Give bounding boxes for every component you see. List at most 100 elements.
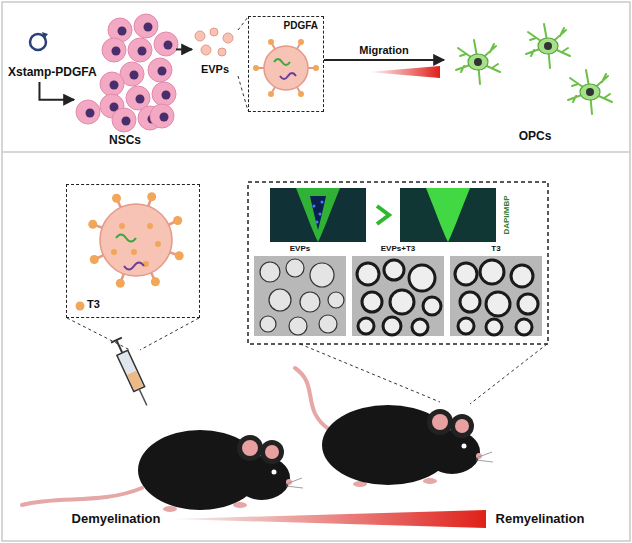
zoom-line — [238, 76, 248, 111]
em-image — [362, 292, 382, 312]
mouse-right — [423, 478, 437, 484]
evp-t3-detail — [76, 302, 85, 311]
syringe — [111, 338, 152, 408]
evp-t3-detail — [124, 263, 144, 270]
evp-detail — [253, 39, 319, 97]
connector-arrow — [39, 82, 74, 100]
nsc-cluster — [152, 82, 176, 106]
mouse-left — [22, 430, 303, 512]
em-image — [289, 317, 307, 335]
em-image — [458, 318, 474, 334]
evp-t3-detail — [76, 192, 184, 310]
fluorescence-image — [321, 201, 324, 204]
evp-t3-detail — [147, 192, 156, 201]
evp-detail — [274, 59, 290, 65]
syringe — [139, 389, 147, 405]
evp-t3-detail — [112, 194, 121, 203]
evp-t3-detail — [100, 204, 172, 276]
text-label: EVPs — [290, 244, 310, 253]
evp-t3-detail — [131, 249, 137, 255]
evp-t3-detail — [116, 235, 136, 242]
mouse-right — [424, 430, 480, 474]
evp-t3-detail — [111, 249, 117, 255]
construct-node: Xstamp-PDGFA — [6, 30, 114, 82]
node-label: OPCs — [519, 130, 552, 144]
node-label: EVPs — [201, 63, 229, 76]
mouse-right — [455, 419, 469, 433]
em-image — [384, 260, 404, 280]
mouse-left — [286, 486, 303, 488]
zoom-line — [238, 17, 248, 30]
fluorescence-image — [313, 205, 316, 208]
nsc-cluster — [148, 58, 172, 82]
mouse-left — [265, 445, 279, 459]
evp-t3-detail — [90, 255, 99, 264]
em-image — [516, 319, 532, 335]
evp-particles — [218, 48, 226, 56]
em-image — [286, 259, 304, 277]
mouse-right — [476, 452, 492, 458]
em-image — [300, 292, 320, 312]
syringe — [117, 350, 145, 391]
evp-t3-detail — [173, 216, 182, 225]
em-image — [460, 292, 480, 312]
fluorescence-image — [313, 201, 324, 224]
evp-particles — [210, 28, 218, 36]
text-label: Demyelination — [72, 512, 161, 527]
opc-cells — [456, 24, 612, 114]
evp-t3-detail — [76, 192, 184, 310]
evp-t3-detail — [155, 241, 161, 247]
nsc-cluster — [100, 72, 124, 96]
fluorescence-image — [426, 188, 470, 242]
em-image — [260, 262, 280, 282]
em-image — [409, 265, 435, 291]
evp-t3-detail — [143, 261, 149, 267]
cell-cluster: NSCs — [74, 14, 176, 150]
connector-arrow — [324, 59, 444, 61]
em-image — [511, 265, 533, 287]
syringe — [111, 338, 122, 343]
em-image — [423, 297, 441, 315]
evp-t3-detail — [93, 197, 179, 283]
zoom-box: PDGFA — [248, 16, 324, 112]
mouse-left — [237, 435, 263, 461]
fluorescence-image — [310, 196, 326, 230]
em-image — [328, 292, 344, 308]
panel-frame — [2, 151, 630, 153]
node-label: NSCs — [109, 134, 141, 148]
opc-cells — [568, 70, 612, 114]
em-image — [357, 260, 441, 335]
zoom-line — [67, 318, 130, 350]
em-image — [390, 290, 414, 314]
nsc-cluster — [128, 38, 152, 62]
evp-particles — [195, 28, 233, 56]
node-label: Xstamp-PDGFA — [8, 66, 97, 80]
em-image — [486, 292, 510, 316]
evp-t3-detail — [147, 223, 153, 229]
mouse-right — [476, 460, 493, 462]
em-image — [455, 263, 477, 285]
evp-detail — [268, 39, 274, 45]
mouse-left — [163, 506, 177, 512]
opc-cells — [456, 40, 500, 84]
mouse-left — [242, 440, 258, 456]
mouse-right — [432, 414, 448, 430]
text-label: DAPI/MBP — [502, 195, 511, 234]
em-image — [260, 316, 276, 332]
em-image — [450, 256, 542, 336]
fluorescence-image — [316, 221, 319, 224]
mouse-left — [286, 478, 302, 484]
evp-detail — [256, 42, 316, 94]
zoom-line — [300, 344, 440, 402]
evp-t3-detail — [119, 223, 125, 229]
em-image — [518, 294, 538, 314]
node-label: T3 — [87, 298, 100, 311]
fluorescence-image — [296, 188, 340, 242]
gradient-wedge — [368, 66, 440, 78]
nsc-cluster — [112, 108, 136, 132]
evp-t3-detail — [116, 279, 125, 288]
comparison-arrow — [377, 206, 389, 224]
